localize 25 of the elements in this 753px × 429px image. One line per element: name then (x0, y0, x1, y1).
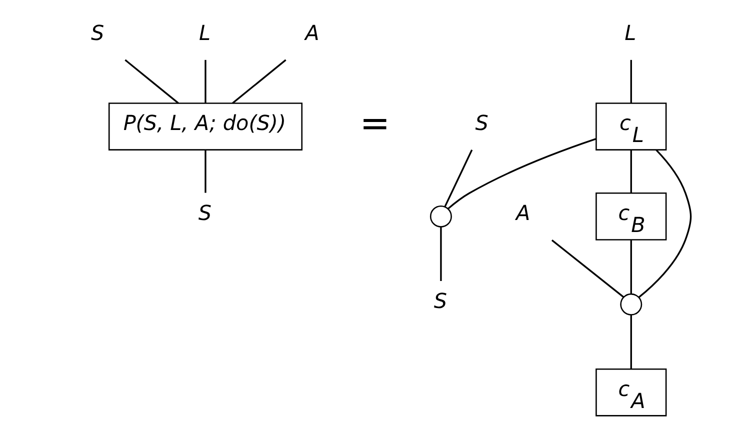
connector (630, 60, 632, 103)
node-text: A (304, 21, 319, 46)
connector (550, 240, 624, 298)
node-text: A (515, 201, 530, 226)
connector (124, 59, 178, 104)
connector (440, 226, 442, 281)
connector (204, 60, 206, 103)
node-text: L (198, 21, 210, 46)
node-text: S (90, 21, 104, 46)
connector (638, 149, 692, 298)
connector (444, 150, 472, 207)
connector (630, 314, 632, 369)
node-text: S (474, 111, 488, 136)
node-text: S (433, 289, 446, 314)
node-circle (429, 205, 452, 228)
label: = (359, 101, 390, 144)
connector (204, 150, 206, 193)
connector (630, 240, 632, 294)
node-text: L (624, 21, 636, 46)
connector (630, 150, 632, 193)
node-circle (620, 293, 642, 316)
node-text: S (198, 201, 212, 226)
connector (232, 59, 286, 104)
node-box: P(S, L, A; do(S)) (108, 102, 302, 150)
connector (447, 138, 596, 210)
